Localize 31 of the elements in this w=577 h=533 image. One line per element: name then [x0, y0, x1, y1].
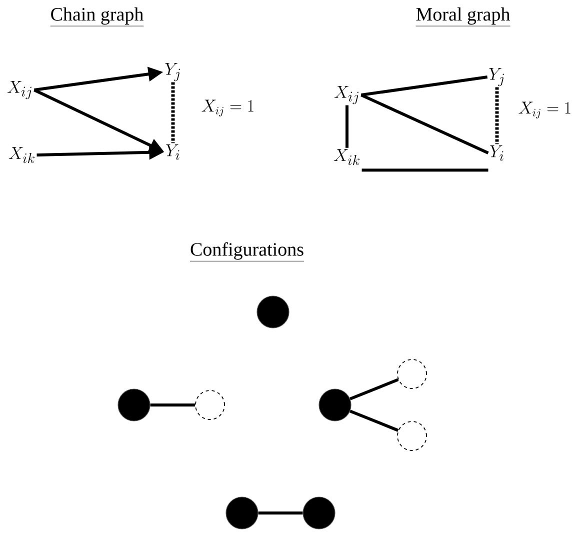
connector-line: [350, 410, 399, 432]
dashed-circle: [397, 359, 427, 389]
connector-line: [150, 404, 196, 406]
dotted-line: [495, 87, 499, 144]
condition-label: $X_{ij}=1$: [518, 102, 570, 118]
connector-line: [258, 512, 303, 514]
dashed-circle: [397, 421, 427, 451]
heading: Moral graph: [416, 7, 510, 26]
filled-circle: [256, 296, 290, 328]
variable-label: $X_{ik}$: [334, 149, 360, 166]
connector-line: [360, 76, 488, 96]
filled-circle: [226, 496, 258, 530]
connector-line: [346, 105, 348, 148]
condition-label: $X_{ij}=1$: [202, 100, 254, 116]
variable-label: $X_{ij}$: [7, 80, 32, 100]
dotted-line: [171, 82, 175, 144]
variable-label: $X_{ij}$: [334, 86, 358, 104]
connector-line: [362, 168, 488, 172]
filled-circle: [302, 496, 336, 530]
variable-label: $Y_i$: [490, 145, 504, 161]
variable-label: $Y_j$: [489, 68, 504, 86]
filled-circle: [118, 388, 150, 422]
heading: Configurations: [190, 242, 304, 262]
variable-label: $Y_j$: [165, 62, 180, 82]
variable-label: $Y_i$: [166, 144, 180, 160]
connector-line: [350, 378, 399, 400]
variable-label: $X_{ik}$: [8, 147, 34, 164]
dashed-circle: [195, 390, 225, 420]
filled-circle: [318, 388, 352, 422]
heading: Chain graph: [50, 7, 144, 26]
connector-line: [360, 94, 489, 154]
